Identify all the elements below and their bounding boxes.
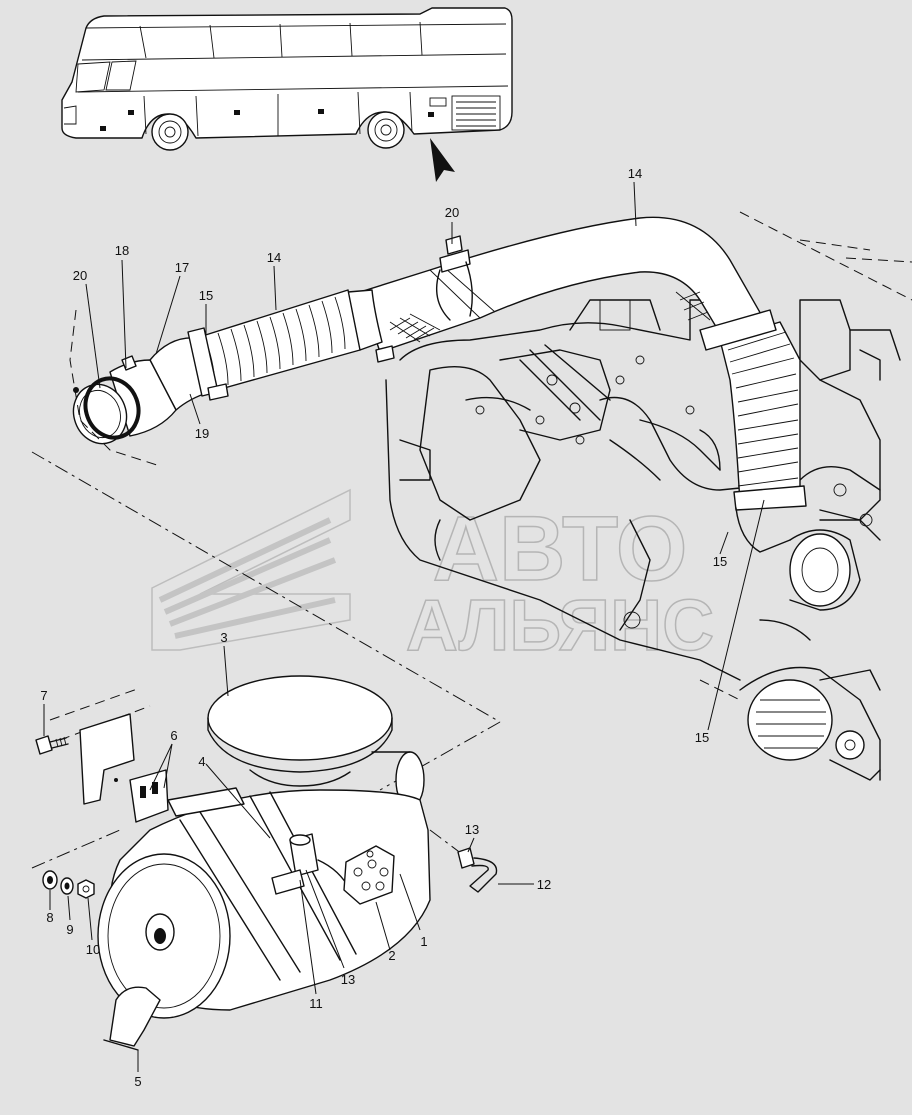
callout-14-top: 14 <box>628 166 642 181</box>
air-filter <box>31 451 501 1051</box>
callout-7: 7 <box>40 688 47 703</box>
callout-15-left: 15 <box>199 288 213 303</box>
watermark-line1: АВТО <box>433 498 688 600</box>
leader-lines <box>43 181 765 1072</box>
callout-6: 6 <box>170 728 177 743</box>
watermark-line2: АЛЬЯНС <box>406 586 714 666</box>
intake-hose-assembly <box>69 216 807 553</box>
location-arrow-icon <box>430 138 455 182</box>
callout-11: 11 <box>309 996 323 1011</box>
callout-14-left: 14 <box>267 250 281 265</box>
callout-16: 20 <box>445 205 459 220</box>
engine-block <box>385 211 912 781</box>
callout-10: 10 <box>86 942 100 957</box>
callout-1: 1 <box>420 934 427 949</box>
callout-9: 9 <box>66 922 73 937</box>
callout-13-bottom: 13 <box>341 972 355 987</box>
callout-8: 8 <box>46 910 53 925</box>
callout-15-mid: 15 <box>713 554 727 569</box>
callout-3: 3 <box>220 630 227 645</box>
callout-15-bottom: 15 <box>695 730 709 745</box>
bus-silhouette <box>61 7 513 151</box>
callout-4: 4 <box>198 754 205 769</box>
callout-20: 20 <box>73 268 87 283</box>
callout-18: 18 <box>115 243 129 258</box>
callout-labels: 14 20 14 18 17 20 15 19 15 15 3 7 6 4 13… <box>40 166 727 1089</box>
callout-5: 5 <box>134 1074 141 1089</box>
callout-13-right: 13 <box>465 822 479 837</box>
callout-19: 19 <box>195 426 209 441</box>
watermark-logo: АВТО АЛЬЯНС <box>151 488 715 667</box>
callout-17: 17 <box>175 260 189 275</box>
callout-2: 2 <box>388 948 395 963</box>
callout-12: 12 <box>537 877 551 892</box>
